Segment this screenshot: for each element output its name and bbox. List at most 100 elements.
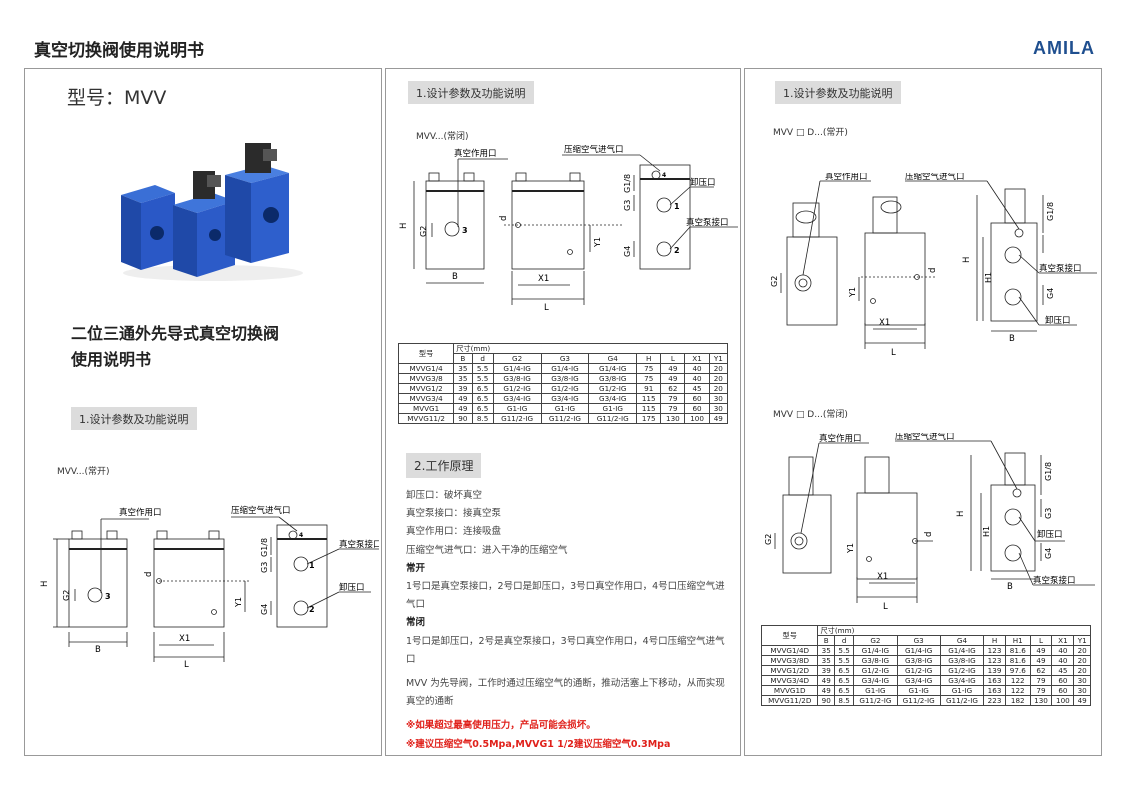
label-pump-port-4: 真空泵接口 [1033, 575, 1076, 586]
dim-label-g4: G4 [260, 604, 269, 615]
warning-2: ※建议压缩空气0.5Mpa,MVVG1 1/2建议压缩空气0.3Mpa [406, 738, 671, 750]
table-column-header: d [834, 635, 855, 646]
table-cell: 20 [708, 373, 729, 384]
table-cell: 30 [1073, 675, 1091, 686]
table-column-header: G3 [540, 353, 590, 364]
table-cell: 81.6 [1004, 655, 1031, 666]
table-cell: G11/2-IG [939, 695, 985, 706]
dim-label-d-3: d [928, 268, 938, 273]
principle-text: 卸压口：破坏真空 真空泵接口：接真空泵 真空作用口：连接吸盘 压缩空气进气口：进… [406, 487, 726, 754]
table-cell: 20 [708, 363, 729, 374]
dim-label-h: H [40, 581, 50, 587]
table-cell: 30 [1073, 685, 1091, 696]
valve-diagram-d-normally-closed: 真空作用口 压缩空气进气口 卸压口 真空泵接口 H H1 G2 X1 L B d… [764, 433, 1095, 612]
label-air-inlet-2: 压缩空气进气口 [564, 145, 624, 155]
diagram-caption-no: MVV...(常开) [57, 467, 110, 477]
table-cell: 39 [453, 383, 473, 394]
label-release-port-2: 卸压口 [690, 177, 716, 188]
table-cell: 49 [1073, 695, 1091, 706]
label-air-inlet-3: 压缩空气进气口 [905, 173, 965, 182]
port-num-1-b: 1 [674, 202, 680, 211]
table-column-header: H [636, 353, 662, 364]
table-column-header: X1 [1051, 635, 1075, 646]
table-cell: 6.5 [834, 685, 855, 696]
table-cell: G1-IG [492, 403, 542, 414]
table-cell: MVVG3/4D [760, 675, 819, 686]
label-pump-port-3: 真空泵接口 [1039, 263, 1082, 274]
table-cell: 182 [1004, 695, 1031, 706]
section-title-design-3: 1.设计参数及功能说明 [775, 81, 901, 104]
table-cell: 6.5 [471, 383, 494, 394]
label-vacuum-port-2: 真空作用口 [454, 148, 497, 159]
dim-label-h1-3: H1 [984, 272, 993, 283]
table-cell: 49 [1029, 645, 1053, 656]
table-column-header: B [817, 635, 836, 646]
dim-label-d-4: d [924, 532, 934, 537]
label-release-port-4: 卸压口 [1037, 529, 1063, 540]
table-cell: 79 [1029, 675, 1053, 686]
table-cell: 79 [1029, 685, 1053, 696]
table-column-header: H [983, 635, 1006, 646]
table-cell: 60 [684, 393, 710, 404]
product-photo [121, 143, 303, 281]
dim-label-x1-2: X1 [538, 274, 549, 284]
table-column-header: G2 [853, 635, 898, 646]
no-heading: 常闭 [406, 617, 426, 629]
table-cell: 81.6 [1004, 645, 1031, 656]
no-text: 1号口是卸压口，2号是真空泵接口，3号口真空作用口，4号口压缩空气进气口 [406, 635, 725, 665]
table-cell: MVVG3/4 [397, 393, 455, 404]
table-cell: G11/2-IG [588, 413, 638, 424]
page-title: 真空切换阀使用说明书 [34, 41, 204, 61]
table-cell: 5.5 [834, 645, 855, 656]
table-cell: G3/8-IG [939, 655, 985, 666]
table-header-model: 型号 [760, 625, 819, 646]
dim-label-x1-3: X1 [879, 318, 890, 328]
table-cell: 123 [983, 645, 1006, 656]
table-cell: MVVG11/2D [760, 695, 819, 706]
table-cell: MVVG1/2D [760, 665, 819, 676]
table-cell: 130 [1029, 695, 1053, 706]
table-cell: 45 [684, 383, 710, 394]
table-header-dim: 尺寸(mm) [453, 343, 728, 354]
table-column-header: H1 [1004, 635, 1031, 646]
table-cell: G1/2-IG [896, 665, 941, 676]
table-cell: 90 [453, 413, 473, 424]
table-cell: G1/4-IG [853, 645, 898, 656]
table-cell: 60 [1051, 685, 1075, 696]
dim-label-g3-2: G3 [623, 200, 632, 211]
table-cell: G11/2-IG [896, 695, 941, 706]
table-cell: 62 [1029, 665, 1053, 676]
table-header-dim: 尺寸(mm) [817, 625, 1091, 636]
diagram-caption-d-open: MVV □ D...(常开) [773, 128, 848, 138]
section-title-principle: 2.工作原理 [406, 453, 482, 478]
principle-line-2: 真空泵接口：接真空泵 [406, 508, 502, 520]
dim-label-g2-3: G2 [770, 276, 779, 287]
table-column-header: X1 [684, 353, 710, 364]
table-cell: G1/4-IG [492, 363, 542, 374]
table-cell: 6.5 [834, 675, 855, 686]
table-cell: 49 [708, 413, 729, 424]
table-cell: MVVG1 [397, 403, 455, 414]
label-air-inlet-4: 压缩空气进气口 [895, 433, 955, 442]
dim-label-y1-3: Y1 [848, 287, 857, 298]
table-cell: 79 [660, 393, 686, 404]
label-vacuum-port-4: 真空作用口 [819, 433, 862, 444]
dim-label-x1: X1 [179, 634, 190, 644]
table-cell: 75 [636, 363, 662, 374]
table-cell: 49 [453, 393, 473, 404]
table-cell: 62 [660, 383, 686, 394]
table-cell: G3/8-IG [853, 655, 898, 666]
table-column-header: d [471, 353, 494, 364]
table-column-header: G4 [939, 635, 985, 646]
table-cell: G11/2-IG [540, 413, 590, 424]
label-release-port: 卸压口 [339, 582, 365, 593]
dim-label-g3-4: G3 [1044, 508, 1053, 519]
dim-label-g4-2: G4 [623, 246, 632, 257]
principle-line-4: 压缩空气进气口：进入干净的压缩空气 [406, 544, 568, 556]
table-cell: 40 [684, 363, 710, 374]
